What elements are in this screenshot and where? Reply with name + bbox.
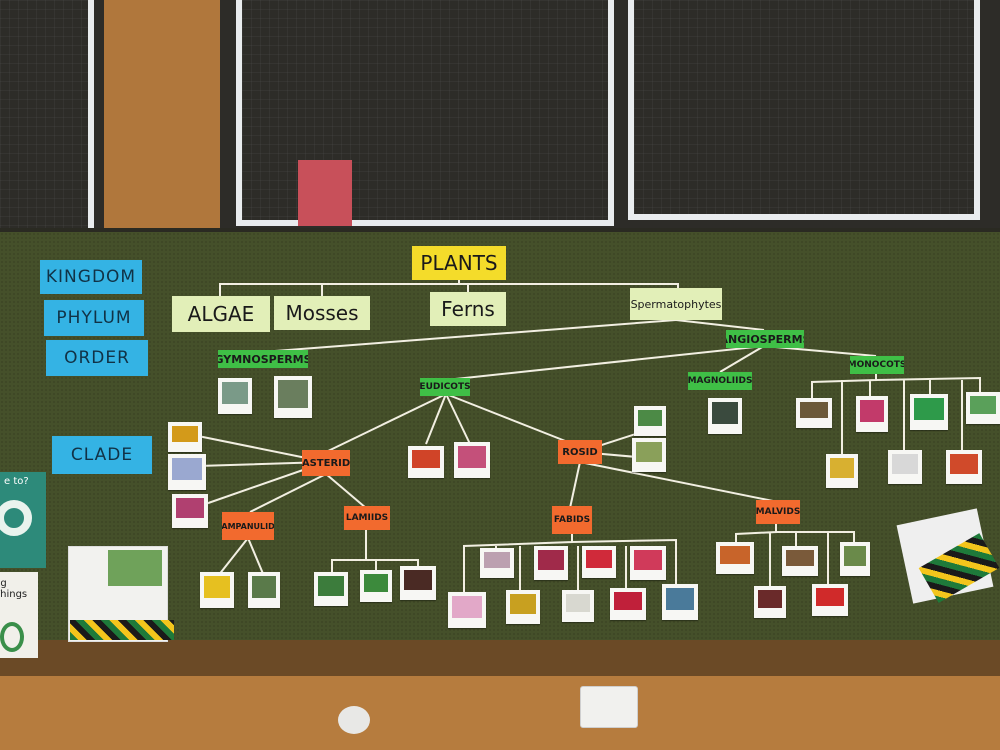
string-eudicots-photo1 xyxy=(425,393,447,445)
photo-monocot-2 xyxy=(856,396,888,432)
node-campanulids: CAMPANULIDS xyxy=(222,512,274,540)
string-rosid-fabids xyxy=(569,461,581,509)
photo-lamiid-2 xyxy=(360,570,392,602)
small-poster-image xyxy=(108,550,162,586)
string-angio-magnoliids xyxy=(719,345,765,373)
cork-panel xyxy=(104,0,220,232)
photo-eudicot-2 xyxy=(454,442,490,478)
string-malvids-photos xyxy=(735,522,855,590)
side-poster-ring xyxy=(0,500,32,536)
cork-wall-bottom xyxy=(0,676,1000,750)
node-plants: PLANTS xyxy=(412,246,506,280)
string-asterid-lamiids xyxy=(325,473,367,509)
photo-magnoliid-1 xyxy=(708,398,742,434)
string-sperm-angio xyxy=(675,319,765,331)
photo-malvid-2 xyxy=(782,546,818,576)
board-ledge xyxy=(0,640,1000,678)
string-asterid-campanulids xyxy=(249,473,327,513)
string-eudicots-rosid xyxy=(445,393,579,447)
photo-fabid-8 xyxy=(610,588,646,620)
string-angio-eudicots xyxy=(445,345,765,381)
photo-malvid-1 xyxy=(716,542,754,574)
photo-monocot-7 xyxy=(946,450,982,484)
node-gymnosperms: GYMNOSPERMS xyxy=(218,350,308,368)
string-fabids-bar xyxy=(463,532,677,596)
photo-fabid-7 xyxy=(562,590,594,622)
photo-lamiid-3 xyxy=(400,566,436,600)
fern-koru-graphic xyxy=(0,622,24,652)
photo-gymnosperm-2 xyxy=(274,376,312,418)
window-center xyxy=(236,0,614,226)
node-angiosperms: ANGIOSPERMS xyxy=(726,330,804,348)
node-algae: ALGAE xyxy=(172,296,270,332)
photo-fabid-2 xyxy=(534,546,568,580)
photo-fabid-3 xyxy=(582,546,616,578)
string-campanulids-photos xyxy=(217,537,265,577)
node-malvids: MALVIDS xyxy=(756,500,800,524)
photo-campanulid-2 xyxy=(248,572,280,608)
window-right xyxy=(628,0,980,220)
photo-lamiid-1 xyxy=(314,572,348,606)
node-spermatophytes: Spermatophytes xyxy=(630,288,722,320)
photo-malvid-3 xyxy=(840,542,870,576)
photo-monocot-3 xyxy=(910,394,948,430)
photo-rosid-1 xyxy=(634,406,666,436)
node-fabids: FABIDS xyxy=(552,506,592,534)
string-monocots-photos xyxy=(811,372,981,458)
node-eudicots: EUDICOTS xyxy=(420,378,470,396)
node-ferns: Ferns xyxy=(430,292,506,326)
power-outlet xyxy=(580,686,638,728)
photo-monocot-5 xyxy=(826,454,858,488)
photo-monocot-6 xyxy=(888,450,922,484)
gas-tap xyxy=(338,706,370,734)
red-panel xyxy=(298,160,352,226)
rank-label-order: ORDER xyxy=(46,340,148,376)
photo-asterid-2 xyxy=(168,454,206,490)
string-plants-algae xyxy=(219,279,460,296)
photo-fabid-4 xyxy=(630,546,666,580)
photo-asterid-3 xyxy=(172,494,208,528)
string-rosid-malvids xyxy=(579,461,779,503)
side-poster-question: e to? xyxy=(4,476,29,487)
photo-monocot-4 xyxy=(966,392,1000,424)
node-magnoliids: MAGNOLIIDS xyxy=(688,372,752,390)
string-eudicots-photo2 xyxy=(445,393,471,445)
photo-malvid-4 xyxy=(754,586,786,618)
node-monocots: MONOCOTS xyxy=(850,356,904,374)
photo-fabid-5 xyxy=(448,592,486,628)
photo-gymnosperm-1 xyxy=(218,378,252,414)
photo-fabid-1 xyxy=(480,548,514,578)
string-eudicots-asterid xyxy=(325,393,447,453)
photo-fabid-9 xyxy=(662,584,698,620)
node-mosses: Mosses xyxy=(274,296,370,330)
string-sperm-gymno xyxy=(261,319,677,353)
window-left xyxy=(0,0,94,234)
photo-asterid-1 xyxy=(168,422,202,452)
small-poster-pattern xyxy=(70,620,174,640)
node-lamiids: LAMIIDS xyxy=(344,506,390,530)
string-fabids-photos xyxy=(495,546,647,594)
photo-eudicot-1 xyxy=(408,446,444,478)
rank-label-phylum: PHYLUM xyxy=(44,300,144,336)
node-asterid: ASTERID xyxy=(302,450,350,476)
rank-label-kingdom: KINGDOM xyxy=(40,260,142,294)
photo-malvid-5 xyxy=(812,584,848,616)
photo-campanulid-1 xyxy=(200,572,234,608)
rank-label-clade: CLADE xyxy=(52,436,152,474)
node-rosid: ROSID xyxy=(558,440,602,464)
photo-rosid-2 xyxy=(632,438,666,472)
photo-fabid-6 xyxy=(506,590,540,624)
photo-monocot-1 xyxy=(796,398,832,428)
